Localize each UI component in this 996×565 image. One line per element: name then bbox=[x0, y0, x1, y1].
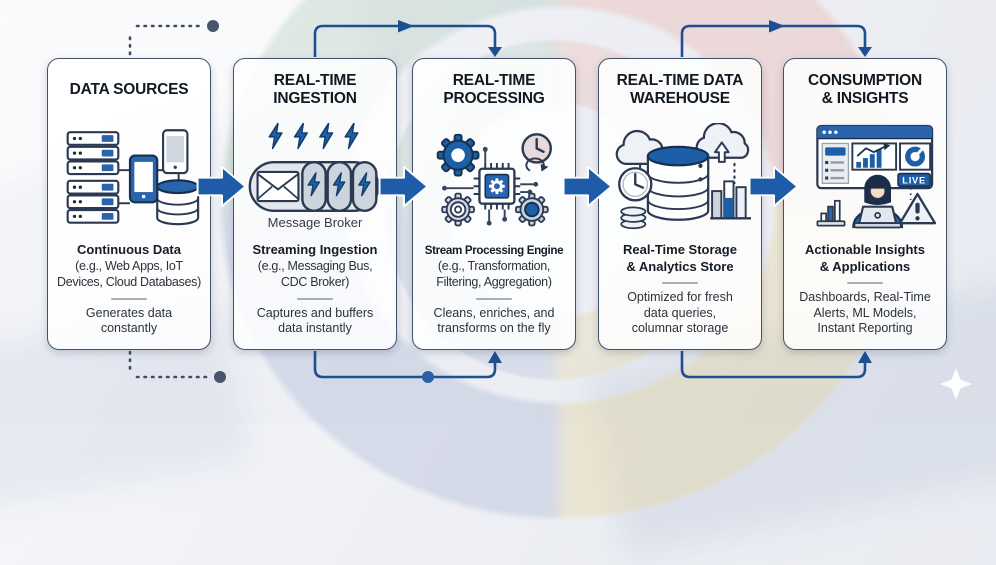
stage-footer: Dashboards, Real-Time Alerts, ML Models,… bbox=[799, 289, 931, 336]
flow-arrow-icon bbox=[562, 165, 613, 208]
divider bbox=[847, 281, 883, 284]
stage-card-consumption-insights: CONSUMPTION & INSIGHTS bbox=[783, 58, 947, 350]
laptop-icon bbox=[858, 205, 898, 225]
flow-arrow-icon bbox=[748, 165, 799, 208]
stage-card-data-sources: DATA SOURCES bbox=[47, 58, 211, 350]
donut-chart-icon bbox=[905, 146, 926, 167]
divider bbox=[476, 297, 512, 300]
divider bbox=[662, 281, 698, 284]
stage-title: REAL-TIME INGESTION bbox=[273, 72, 357, 107]
stage-footer: Optimized for fresh data queries, column… bbox=[627, 289, 733, 336]
message-broker-pipeline-icon bbox=[248, 122, 380, 212]
stage-card-realtime-processing: REAL-TIME PROCESSING bbox=[412, 58, 576, 350]
stage-detail: (e.g., Messaging Bus, CDC Broker) bbox=[257, 259, 373, 289]
bar-chart-icon bbox=[710, 180, 752, 220]
stage-card-realtime-ingestion: REAL-TIME INGESTION bbox=[233, 58, 397, 350]
stage-icon-area: Message Broker bbox=[242, 111, 388, 242]
stage-icon-area bbox=[56, 111, 202, 242]
stage-title: DATA SOURCES bbox=[69, 81, 189, 99]
dashboard-window-icon: LIVE bbox=[816, 124, 934, 190]
coin-stack-icon bbox=[620, 206, 647, 230]
stage-icon-area: LIVE bbox=[792, 111, 938, 242]
envelope-icon bbox=[256, 170, 300, 203]
live-badge-label: LIVE bbox=[902, 175, 926, 185]
divider bbox=[297, 297, 333, 300]
stage-detail: (e.g., Transformation, Filtering, Aggreg… bbox=[436, 259, 552, 289]
analyst-user-icon bbox=[852, 174, 904, 229]
stage-subtitle: Stream Processing Engine bbox=[424, 243, 564, 257]
database-cylinder-icon bbox=[646, 145, 710, 222]
stage-title: REAL-TIME PROCESSING bbox=[443, 72, 545, 107]
stage-subtitle: Continuous Data bbox=[77, 241, 181, 257]
icon-caption: Message Broker bbox=[267, 214, 363, 230]
stage-subtitle: Streaming Ingestion bbox=[252, 241, 378, 257]
stage-title: REAL-TIME DATA WAREHOUSE bbox=[616, 72, 744, 107]
lightning-bolts-icon bbox=[268, 122, 359, 150]
stage-icon-area bbox=[607, 111, 753, 242]
stage-footer: Cleans, enriches, and transforms on the … bbox=[433, 305, 555, 336]
upload-arrow-icon bbox=[714, 141, 730, 164]
stage-subtitle: Real-Time Storage & Analytics Store bbox=[623, 242, 737, 274]
dashboard-user-alerts-icon: LIVE bbox=[816, 124, 937, 229]
clock-icon bbox=[521, 132, 552, 172]
small-bar-chart-icon bbox=[816, 200, 846, 227]
cloud-database-analytics-icon bbox=[615, 123, 752, 230]
gears-cpu-clock-icon bbox=[436, 132, 552, 227]
stage-card-realtime-data-warehouse: REAL-TIME DATA WAREHOUSE bbox=[598, 58, 762, 350]
stage-footer: Captures and buffers data instantly bbox=[256, 305, 374, 336]
stage-subtitle: Actionable Insights & Applications bbox=[805, 242, 925, 274]
stage-icon-area bbox=[421, 111, 567, 244]
stage-detail: (e.g., Web Apps, IoT Devices, Cloud Data… bbox=[57, 259, 201, 289]
clock-icon bbox=[618, 167, 653, 202]
flow-arrow-icon bbox=[378, 165, 429, 208]
cpu-chip-icon bbox=[473, 162, 521, 210]
servers-phone-database-icon bbox=[66, 129, 200, 226]
stage-title: CONSUMPTION & INSIGHTS bbox=[807, 72, 923, 107]
warning-triangle-icon bbox=[898, 192, 937, 225]
stage-footer: Generates data constantly bbox=[85, 305, 173, 336]
divider bbox=[111, 297, 147, 300]
flow-arrow-icon bbox=[196, 165, 247, 208]
live-badge bbox=[897, 172, 931, 188]
mini-bar-chart-icon bbox=[856, 149, 882, 168]
